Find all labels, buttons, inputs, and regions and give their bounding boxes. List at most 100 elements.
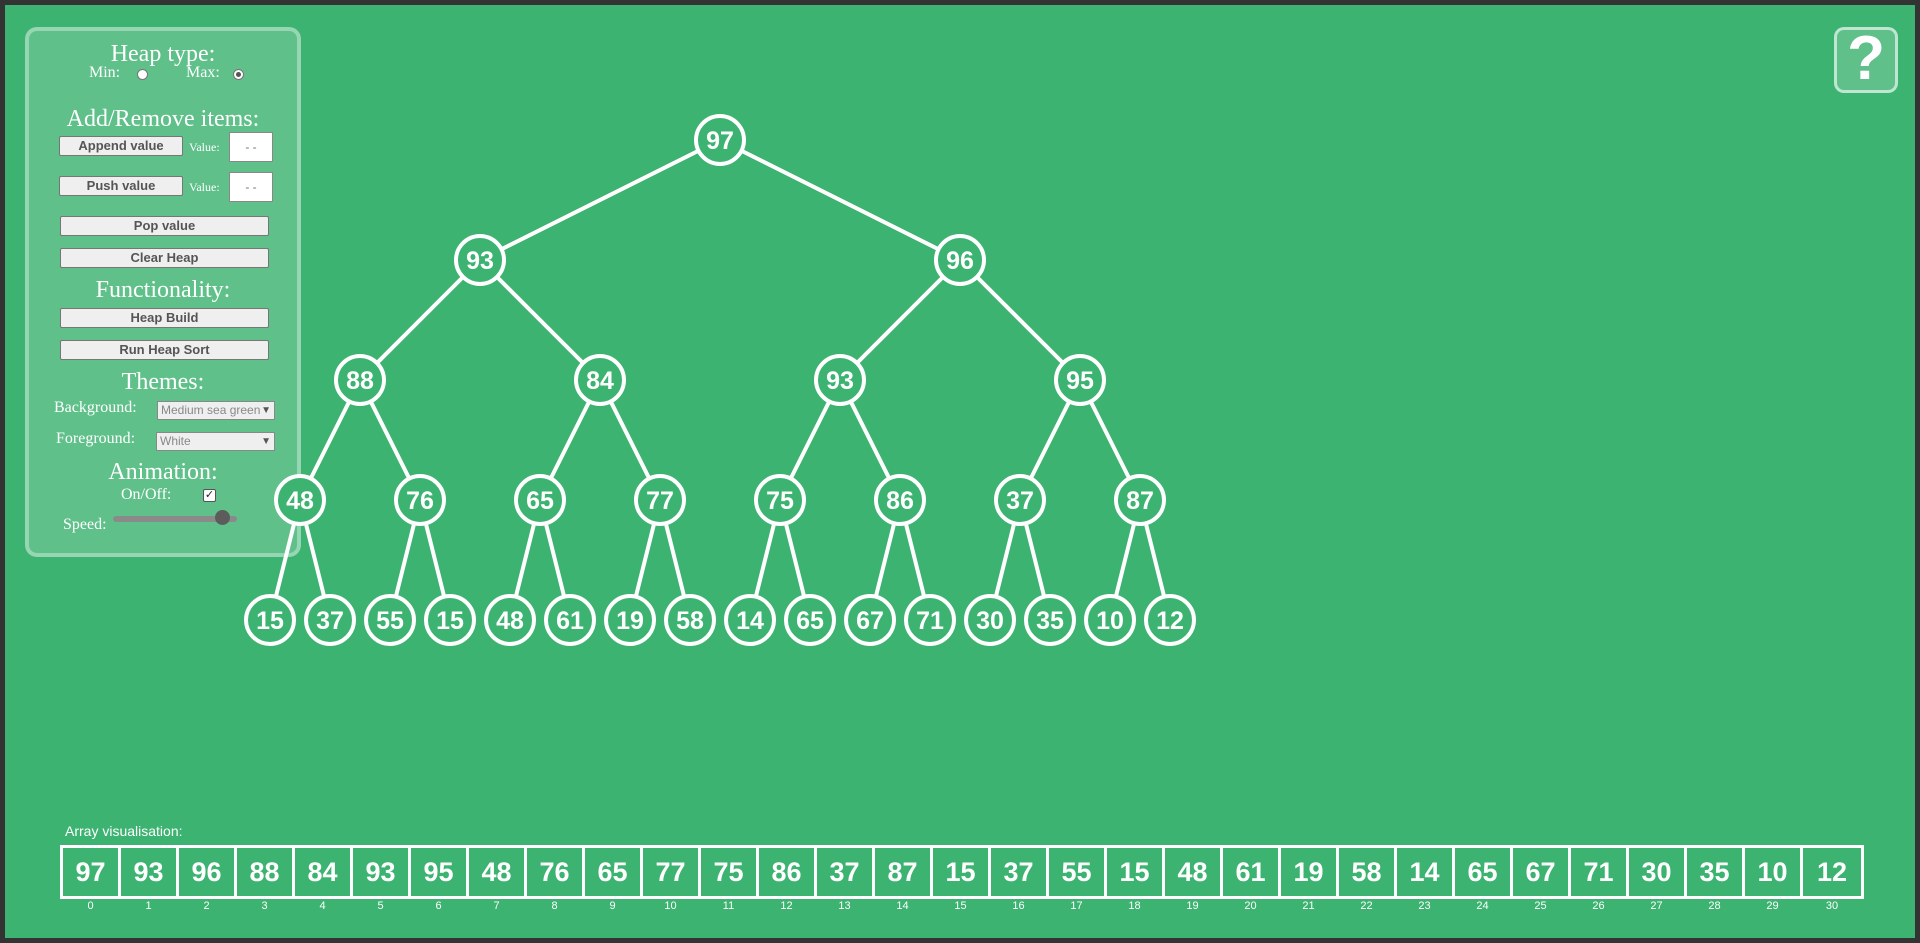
array-cell-value: 37 [829, 857, 860, 887]
array-cell-value: 95 [423, 857, 454, 887]
array-cell-value: 93 [133, 857, 164, 887]
speed-slider-track[interactable] [113, 516, 237, 522]
add-remove-title: Add/Remove items: [66, 106, 260, 132]
append-value-button[interactable]: Append value [59, 136, 183, 156]
append-value-input[interactable] [229, 132, 273, 162]
array-index: 29 [1766, 900, 1779, 912]
speed-label: Speed: [63, 516, 107, 533]
tree-node-value: 95 [1066, 367, 1094, 395]
array-cell: 10 29 [1745, 848, 1803, 912]
tree-node-value: 19 [616, 607, 644, 635]
tree-node-circle [814, 354, 866, 406]
array-cell-value: 93 [365, 857, 396, 887]
array-cell-value: 67 [1525, 857, 1556, 887]
max-radio[interactable] [233, 69, 244, 80]
foreground-select[interactable]: White ▼ [156, 432, 275, 451]
array-cell-value: 10 [1757, 857, 1788, 887]
tree-node-circle [964, 594, 1016, 646]
tree-node-circle [454, 234, 506, 286]
array-index: 2 [203, 900, 210, 912]
tree-node: 87 [1114, 474, 1166, 526]
array-cell: 84 4 [295, 848, 353, 912]
tree-node-value: 65 [796, 607, 824, 635]
tree-node-circle [574, 354, 626, 406]
tree-node-value: 67 [856, 607, 884, 635]
tree-node: 86 [874, 474, 926, 526]
tree-node: 97 [694, 114, 746, 166]
array-index: 19 [1186, 900, 1199, 912]
functionality-title: Functionality: [95, 277, 231, 303]
array-cell-value: 65 [1467, 857, 1498, 887]
tree-node: 37 [304, 594, 356, 646]
tree-edge [838, 258, 962, 382]
heap-sort-button[interactable]: Run Heap Sort [60, 340, 269, 360]
tree-node: 48 [484, 594, 536, 646]
tree-node: 93 [814, 354, 866, 406]
tree-edge [958, 258, 1082, 382]
array-index: 8 [551, 900, 558, 912]
tree-node-value: 48 [496, 607, 524, 635]
array-index: 24 [1476, 900, 1489, 912]
array-index: 30 [1825, 900, 1839, 912]
tree-node-value: 93 [826, 367, 854, 395]
array-cell-value: 88 [249, 857, 280, 887]
array-cell-value: 58 [1351, 857, 1382, 887]
tree-edge [719, 138, 961, 262]
heap-build-button[interactable]: Heap Build [60, 308, 269, 328]
tree-node-circle [934, 234, 986, 286]
tree-node: 65 [514, 474, 566, 526]
array-index: 10 [664, 900, 677, 912]
array-cell: 65 24 [1455, 848, 1513, 912]
tree-node: 96 [934, 234, 986, 286]
array-index: 27 [1650, 900, 1663, 912]
tree-node: 61 [544, 594, 596, 646]
background-select[interactable]: Medium sea green ▼ [157, 401, 275, 420]
push-value-input[interactable] [229, 172, 273, 202]
pop-value-button[interactable]: Pop value [60, 216, 269, 236]
tree-node-circle [304, 594, 356, 646]
tree-node-value: 37 [1006, 487, 1034, 515]
foreground-select-value: White [160, 434, 191, 448]
array-cell-value: 65 [597, 857, 628, 887]
array-cell-value: 84 [307, 857, 338, 887]
background-label: Background: [54, 399, 137, 416]
tree-node-value: 76 [406, 487, 434, 515]
tree-node-circle [784, 594, 836, 646]
help-button[interactable]: ? [1834, 27, 1898, 93]
array-cell-value: 55 [1061, 857, 1092, 887]
clear-heap-button[interactable]: Clear Heap [60, 248, 269, 268]
min-radio[interactable] [137, 69, 148, 80]
push-value-button[interactable]: Push value [59, 176, 183, 196]
animation-checkbox[interactable]: ✓ [203, 489, 216, 502]
tree-node-circle [874, 474, 926, 526]
array-cell-value: 76 [539, 857, 570, 887]
speed-slider-thumb[interactable] [215, 510, 231, 525]
array-label: Array visualisation: [65, 823, 183, 839]
tree-node: 76 [394, 474, 446, 526]
array-index: 23 [1418, 900, 1431, 912]
array-index: 28 [1708, 900, 1721, 912]
tree-node-circle [904, 594, 956, 646]
array-cell-value: 48 [481, 857, 512, 887]
tree-node-circle [694, 114, 746, 166]
tree-node-value: 35 [1036, 607, 1064, 635]
tree-node-value: 77 [646, 487, 674, 515]
tree-node-circle [664, 594, 716, 646]
array-cell-value: 86 [771, 857, 802, 887]
array-cell-value: 35 [1699, 857, 1730, 887]
tree-node-value: 58 [676, 607, 704, 635]
array-index: 16 [1012, 900, 1025, 912]
array-index: 4 [319, 900, 326, 912]
tree-node: 12 [1144, 594, 1196, 646]
